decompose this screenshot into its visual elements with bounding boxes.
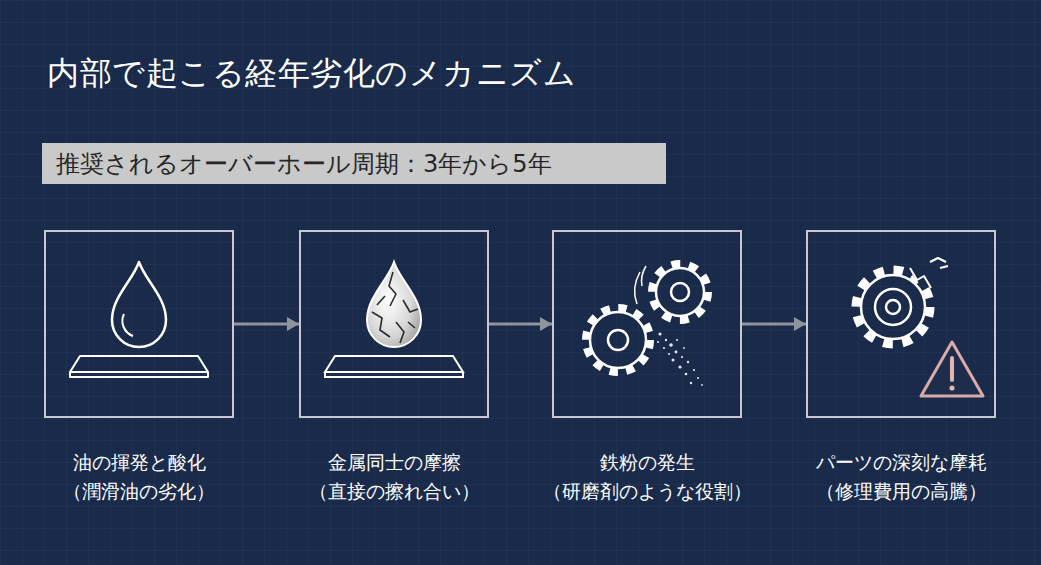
- node-heading: 油の揮発と酸化: [0, 450, 292, 476]
- drop-outline: [112, 262, 166, 347]
- oil-drop-icon: [70, 262, 208, 377]
- gear-teeth: [652, 264, 708, 320]
- recommendation-band: 推奨されるオーバーホール周期：3年から5年: [42, 143, 666, 184]
- drop-shape: [367, 262, 421, 347]
- process-box: 油の揮発と酸化（潤滑油の劣化）: [44, 230, 234, 418]
- gear-hub: [608, 330, 628, 350]
- gear-body: [861, 275, 925, 339]
- process-box: 鉄粉の発生（研磨剤のような役割）: [552, 230, 742, 418]
- drop-highlight: [122, 314, 133, 336]
- gear-body: [656, 268, 704, 316]
- node-subtitle: （潤滑油の劣化）: [0, 479, 292, 505]
- node-subtitle: （研磨剤のような役割）: [494, 479, 800, 505]
- gear-ring: [875, 289, 911, 325]
- plate: [70, 356, 208, 372]
- cracked-drop-icon: [325, 262, 463, 377]
- triangle: [921, 342, 983, 396]
- iron-powder: [657, 332, 703, 386]
- node-heading: 金属同士の摩擦: [241, 450, 547, 476]
- warning-triangle: [921, 342, 983, 396]
- wear-mark: [635, 272, 640, 304]
- node-heading: 推奨されるオーバーホール周期：3年から5年: [56, 148, 552, 180]
- node-heading: 鉄粉の発生: [494, 450, 800, 476]
- gear-hub: [886, 300, 900, 314]
- node-heading: パーツの深刻な摩耗: [748, 450, 1041, 476]
- process-box: パーツの深刻な摩耗（修理費用の高騰）: [806, 230, 996, 418]
- exclamation-bar: [950, 358, 954, 380]
- wear-mark: [642, 266, 647, 286]
- broken-chunk: [910, 262, 938, 288]
- flow-arrow: [742, 323, 806, 326]
- diagram-title: 内部で起こる経年劣化のメカニズム: [47, 52, 576, 96]
- plate-edge: [70, 372, 208, 377]
- gear-hub: [671, 283, 689, 301]
- exclamation-dot: [949, 385, 954, 390]
- gears-icon: [586, 264, 708, 372]
- gear-body: [590, 312, 646, 368]
- flow-arrow: [489, 323, 552, 326]
- node-subtitle: （直接の擦れ合い）: [241, 479, 547, 505]
- node-subtitle: （修理費用の高騰）: [748, 479, 1041, 505]
- plate: [325, 356, 463, 377]
- process-box: 金属同士の摩擦（直接の擦れ合い）: [299, 230, 489, 418]
- fracture-lines: [910, 258, 948, 288]
- flow-arrow: [234, 323, 299, 326]
- gear-teeth: [586, 308, 650, 372]
- cracks: [372, 272, 418, 343]
